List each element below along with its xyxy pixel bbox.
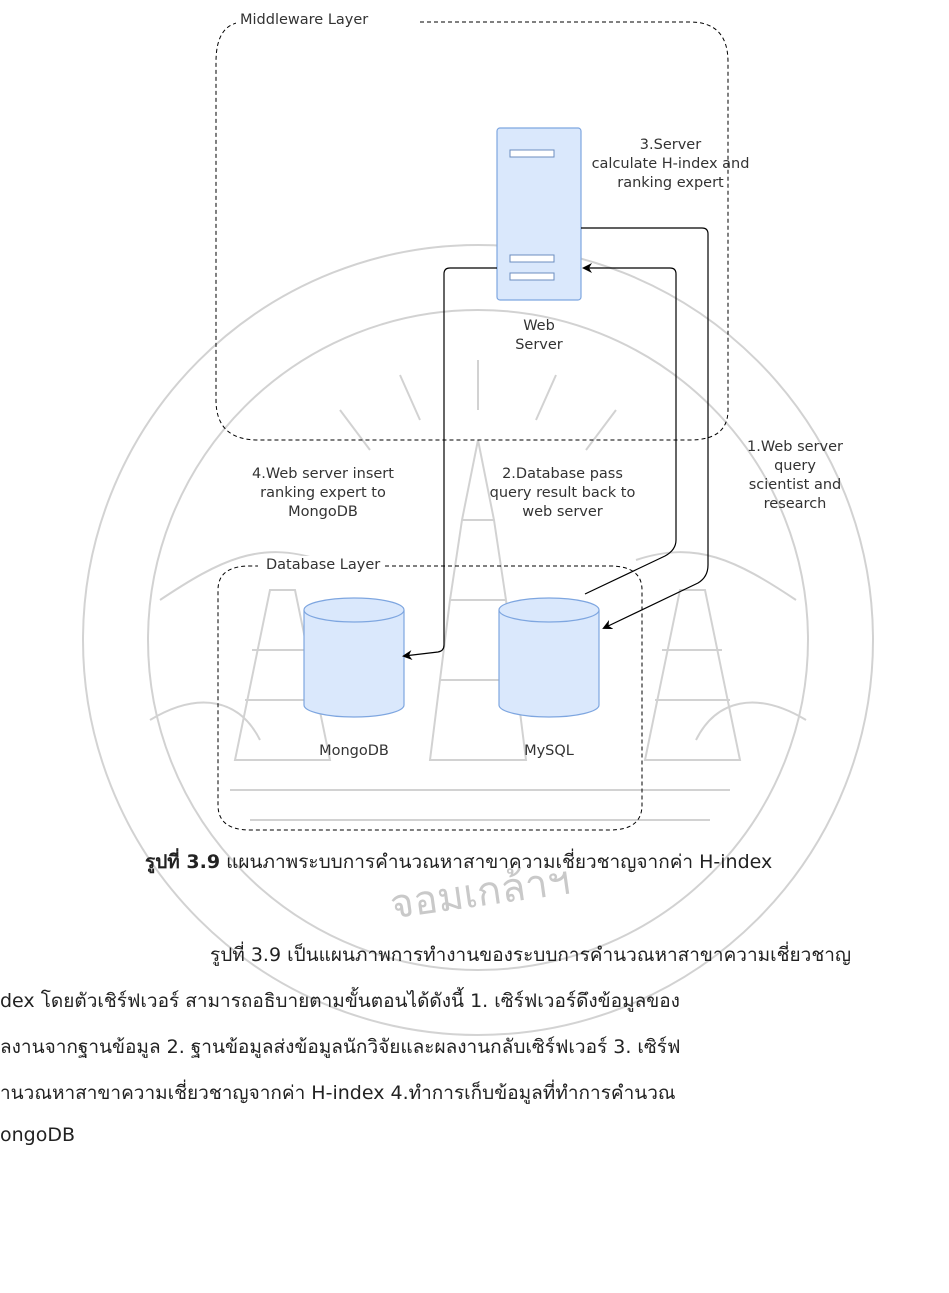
web-server-node [496, 127, 582, 301]
step2-line-1: 2.Database pass [502, 466, 623, 482]
step1-line-4: research [763, 496, 827, 512]
step3-line-1: 3.Server [639, 137, 702, 153]
arrow-step1 [581, 227, 709, 630]
database-layer-box [217, 565, 643, 831]
step3-line-3: ranking expert [617, 175, 724, 191]
arrow-step4 [402, 267, 497, 661]
web-server-line-1: Web [523, 318, 555, 334]
database-layer-label: Database Layer [262, 556, 385, 575]
step1-label: 1.Web server query scientist and researc… [725, 438, 865, 514]
step1-line-3: scientist and [748, 477, 842, 493]
mysql-label: MySQL [524, 743, 574, 759]
step1-line-1: 1.Web server [747, 439, 843, 455]
paragraph-line-1: รูปที่ 3.9 เป็นแผนภาพการทำงานของระบบการค… [210, 944, 852, 966]
step4-line-2: ranking expert to [260, 485, 386, 501]
step2-line-3: web server [522, 504, 603, 520]
mongodb-node [303, 597, 405, 718]
step2-line-2: query result back to [489, 485, 636, 501]
figure-caption: รูปที่ 3.9 แผนภาพระบบการคำนวณหาสาขาความเ… [145, 847, 772, 877]
figure-caption-text: แผนภาพระบบการคำนวณหาสาขาความเชี่ยวชาญจาก… [220, 851, 773, 873]
step3-line-2: calculate H-index and [591, 156, 750, 172]
web-server-line-2: Server [515, 337, 563, 353]
mongodb-label: MongoDB [319, 743, 389, 759]
middleware-layer-box [215, 21, 729, 441]
step3-label: 3.Server calculate H-index and ranking e… [568, 136, 773, 193]
web-server-label: Web Server [494, 317, 584, 355]
step4-line-1: 4.Web server insert [252, 466, 394, 482]
figure-caption-number: รูปที่ 3.9 [145, 851, 221, 873]
step4-line-3: MongoDB [288, 504, 358, 520]
paragraph-line-2: dex โดยตัวเชิร์ฟเวอร์ สามารถอธิบายตามขั้… [0, 990, 680, 1012]
paragraph-line-4: านวณหาสาขาความเชี่ยวชาญจากค่า H-index 4.… [0, 1082, 676, 1104]
step2-label: 2.Database pass query result back to web… [470, 465, 655, 522]
step1-line-2: query [774, 458, 816, 474]
paragraph-line-5: ongoDB [0, 1124, 76, 1146]
step4-label: 4.Web server insert ranking expert to Mo… [232, 465, 414, 522]
arrow-step2 [582, 263, 677, 595]
middleware-layer-label: Middleware Layer [236, 11, 373, 30]
mysql-node [498, 597, 600, 718]
paragraph-line-3: ลงานจากฐานข้อมูล 2. ฐานข้อมูลส่งข้อมูลนั… [0, 1036, 681, 1058]
